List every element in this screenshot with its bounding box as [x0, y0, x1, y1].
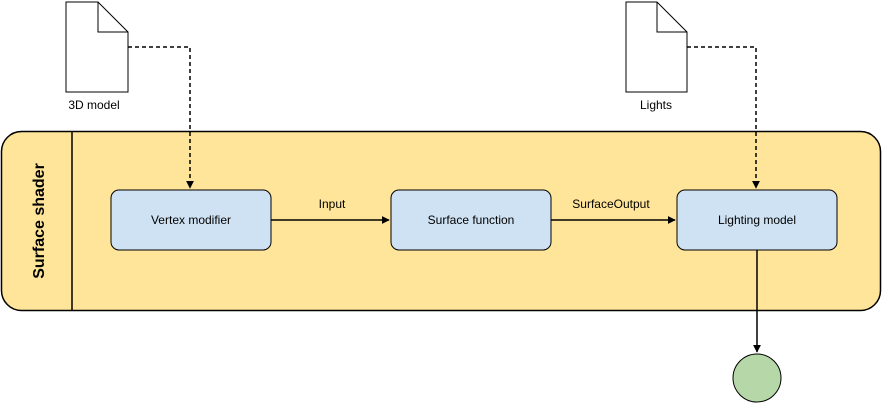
document-icon: [625, 1, 688, 93]
document-fold: [97, 2, 128, 33]
model-to-vertex-connector: [128, 46, 194, 189]
vertex-modifier-node: Vertex modifier: [110, 189, 272, 251]
3d-model-input: 3D model: [65, 1, 129, 112]
lighting-model-label: Lighting model: [718, 213, 796, 227]
document-icon: [65, 1, 129, 93]
3d-model-label: 3D model: [68, 98, 119, 112]
document-fold: [656, 2, 687, 33]
lights-input: Lights: [625, 1, 688, 112]
surface-function-node: Surface function: [390, 189, 552, 251]
surfaceoutput-edge-label: SurfaceOutput: [572, 197, 650, 211]
lights-to-lighting-connector: [687, 46, 760, 189]
surface-function-label: Surface function: [428, 213, 515, 227]
container-title: Surface shader: [31, 163, 48, 279]
vertex-modifier-label: Vertex modifier: [151, 213, 231, 227]
lighting-model-node: Lighting model: [676, 189, 838, 251]
end-node: [732, 353, 782, 403]
lights-label: Lights: [640, 98, 672, 112]
input-edge-label: Input: [319, 197, 346, 211]
